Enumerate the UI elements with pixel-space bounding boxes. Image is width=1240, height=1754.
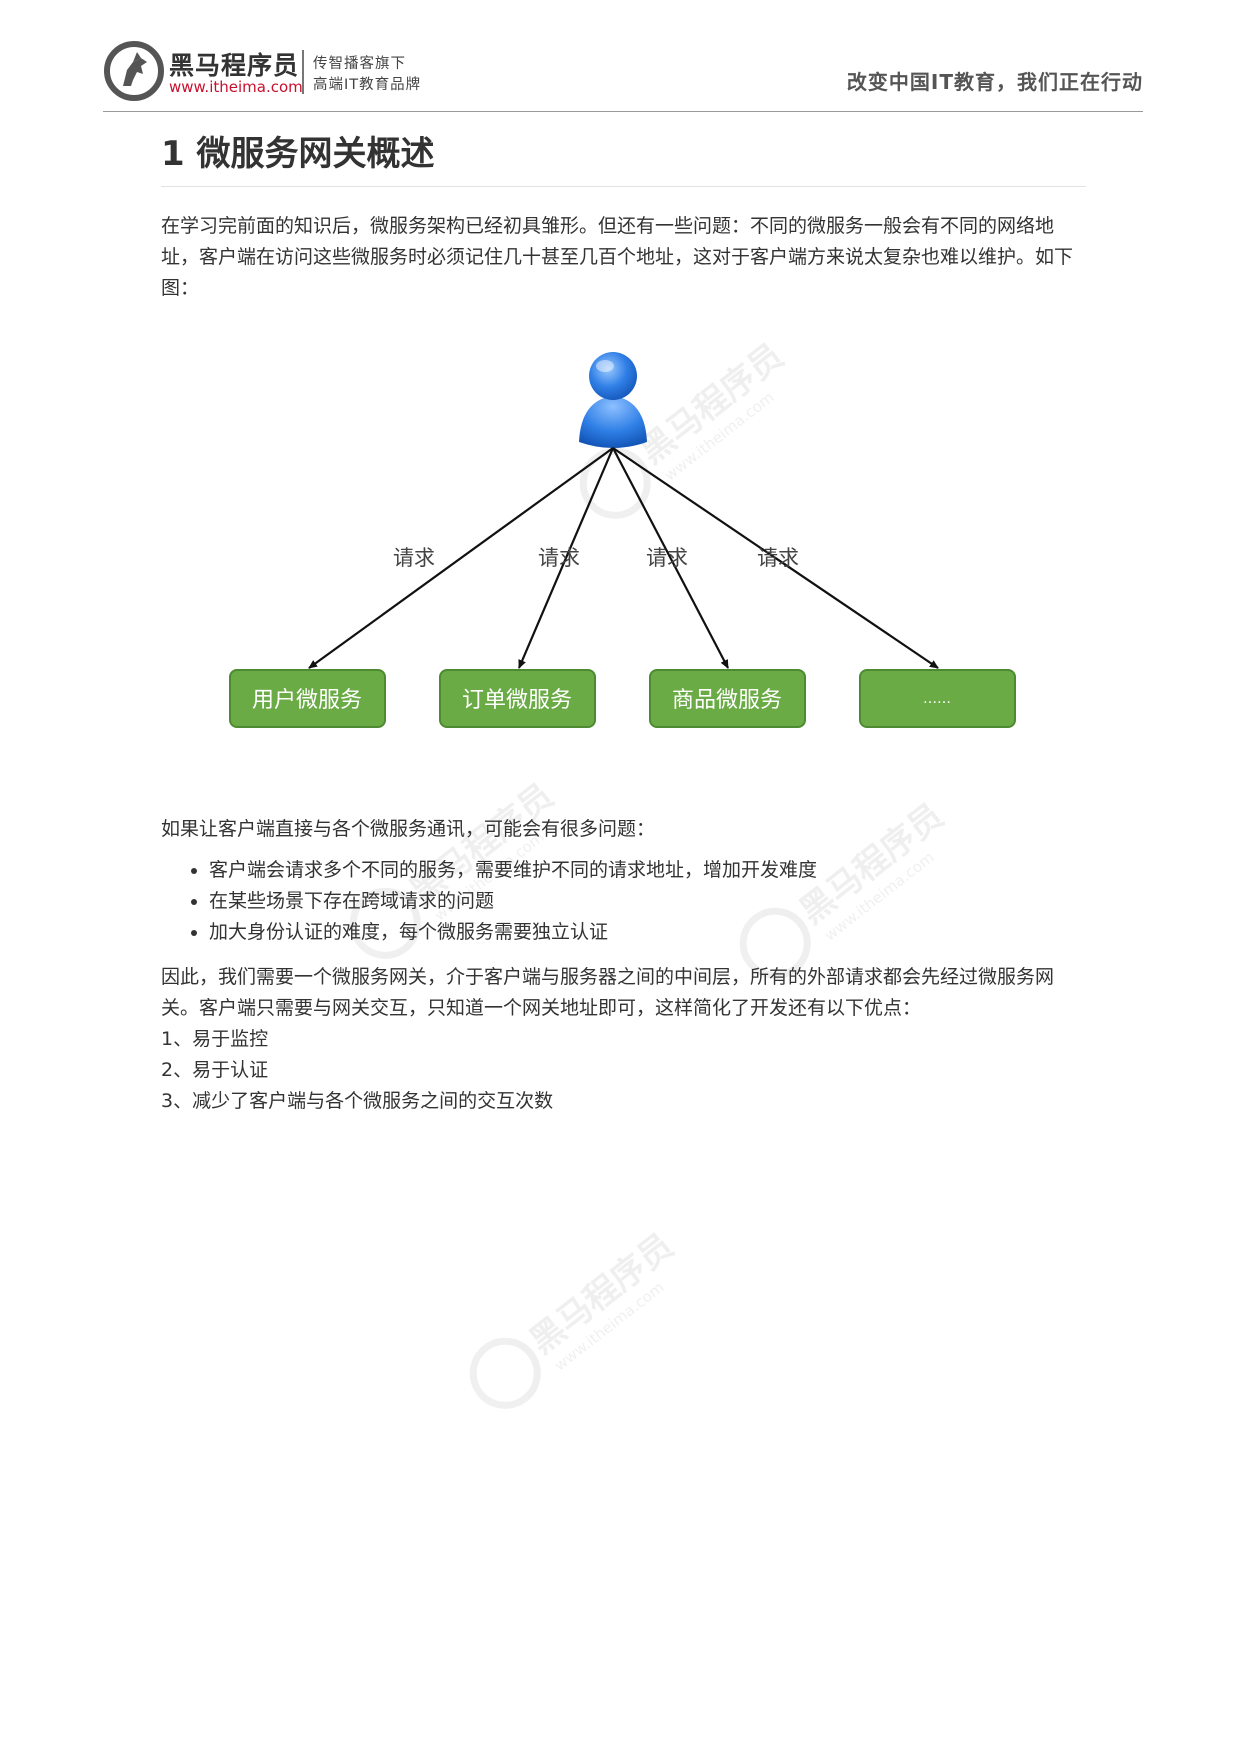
page-header: 黑马程序员 www.itheima.com 传智播客旗下 高端IT教育品牌 改变… <box>103 38 1143 112</box>
list-item: 客户端会请求多个不同的服务，需要维护不同的请求地址，增加开发难度 <box>209 855 1086 886</box>
horse-logo-icon <box>104 41 164 101</box>
service-box-order: 订单微服务 <box>439 669 596 728</box>
advantage-item-3: 3、减少了客户端与各个微服务之间的交互次数 <box>161 1090 554 1112</box>
advantage-item-2: 2、易于认证 <box>161 1059 269 1081</box>
brand-subtitle-2: 高端IT教育品牌 <box>313 77 422 93</box>
problem-list: 客户端会请求多个不同的服务，需要维护不同的请求地址，增加开发难度 在某些场景下存… <box>161 855 1086 948</box>
brand-url: www.itheima.com <box>169 78 303 96</box>
service-label-more: …… <box>923 691 951 707</box>
service-box-product: 商品微服务 <box>649 669 806 728</box>
title-underline <box>161 186 1086 187</box>
request-arrow-1 <box>308 447 614 669</box>
intro-paragraph: 在学习完前面的知识后，微服务架构已经初具雏形。但还有一些问题：不同的微服务一般会… <box>161 215 1074 299</box>
brand-subtitle-1: 传智播客旗下 <box>313 56 406 72</box>
request-arrow-4 <box>612 447 939 669</box>
list-item: 在某些场景下存在跨域请求的问题 <box>209 886 1086 917</box>
header-slogan: 改变中国IT教育，我们正在行动 <box>846 70 1143 94</box>
edge-label-2: 请求 <box>538 546 580 570</box>
brand-name: 黑马程序员 <box>169 51 300 80</box>
advantage-item-1: 1、易于监控 <box>161 1028 269 1050</box>
watermark-url: www.itheima.com <box>551 1278 667 1375</box>
service-label-order: 订单微服务 <box>462 688 572 713</box>
request-arrow-3 <box>612 447 729 669</box>
service-box-more: …… <box>859 669 1016 728</box>
service-label-product: 商品微服务 <box>672 688 782 713</box>
document-body: 1 微服务网关概述 在学习完前面的知识后，微服务架构已经初具雏形。但还有一些问题… <box>161 128 1086 1117</box>
edge-label-3: 请求 <box>646 546 688 570</box>
section-title: 1 微服务网关概述 <box>161 134 435 174</box>
edge-label-1: 请求 <box>393 546 435 570</box>
solution-paragraph: 因此，我们需要一个微服务网关，介于客户端与服务器之间的中间层，所有的外部请求都会… <box>161 966 1055 1019</box>
watermark-brand: 黑马程序员 <box>523 1226 682 1362</box>
watermark: 黑马程序员 www.itheima.com <box>469 1226 682 1409</box>
diagram-canvas: 请求 请求 请求 请求 用户微服务 订单微服务 商品微服务 …… <box>229 352 1016 728</box>
list-item: 加大身份认证的难度，每个微服务需要独立认证 <box>209 917 1086 948</box>
service-label-user: 用户微服务 <box>252 688 362 713</box>
problem-lead: 如果让客户端直接与各个微服务通讯，可能会有很多问题： <box>161 818 656 840</box>
header-divider <box>103 111 1143 112</box>
edge-label-4: 请求 <box>757 546 799 570</box>
user-icon <box>579 352 647 448</box>
gateway-diagram: 请求 请求 请求 请求 用户微服务 订单微服务 商品微服务 …… <box>161 314 1086 814</box>
service-box-user: 用户微服务 <box>229 669 386 728</box>
brand-separator <box>302 50 304 94</box>
request-arrow-2 <box>517 447 615 669</box>
